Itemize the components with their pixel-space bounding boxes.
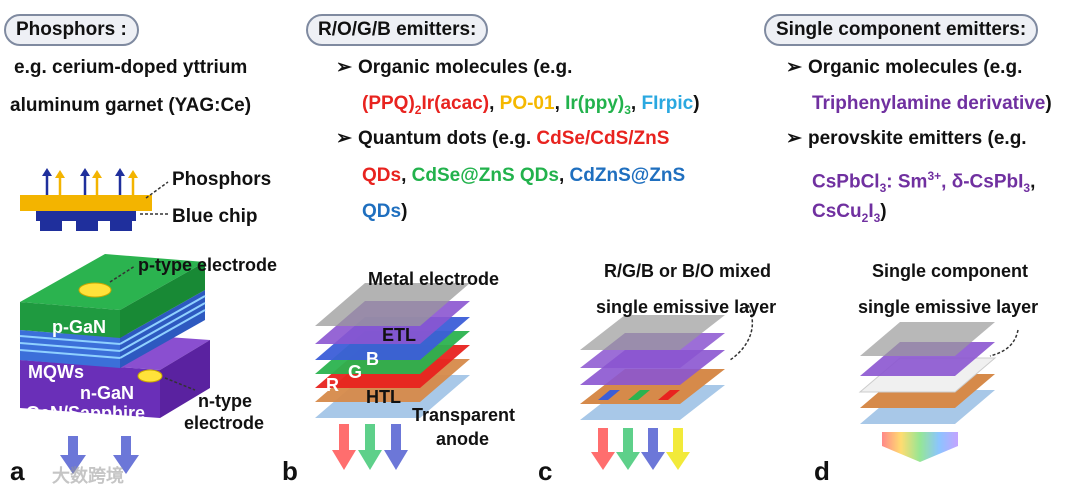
cdse-qd-emitter: CdSe/CdS/ZnS (536, 128, 670, 149)
single-component-illustration (858, 322, 1019, 462)
cdzns-qd: CdZnS@ZnS (569, 165, 686, 186)
panel-d-line2: single emissive layer (858, 297, 1039, 317)
p-type-electrode-label: p-type electrode (138, 255, 278, 275)
single-perovskite-examples: CsPbCl3: Sm3+, δ-CsPbI3, (812, 169, 1036, 196)
single-perovskite-tail: CsCu2I3) (812, 201, 887, 225)
po01-emitter: PO-01 (499, 93, 555, 114)
ngan-label: n-GaN (80, 383, 134, 403)
pgan-label: p-GaN (52, 317, 106, 337)
rogb-organic-intro: Organic molecules (e.g. (358, 57, 573, 78)
rgb-stack-illustration (315, 283, 470, 470)
transparent-label: Transparent (412, 405, 516, 425)
bullet-arrow-icon: ➢ (336, 57, 352, 78)
phosphors-heading: Phosphors : (4, 14, 139, 46)
mqws-label: MQWs (28, 362, 84, 382)
panel-d-letter: d (814, 456, 830, 486)
mixed-layer-illustration (580, 304, 754, 470)
bullet-arrow-icon: ➢ (786, 57, 802, 78)
phosphor-chip-icon (20, 168, 169, 231)
rogb-qd-examples: QDs, CdSe@ZnS QDs, CdZnS@ZnS (362, 165, 686, 186)
panel-c-line1: R/G/B or B/O mixed (604, 261, 772, 281)
n-type-label: n-type (198, 391, 252, 411)
panel-d-line1: Single component (872, 261, 1029, 281)
phosphors-example-line2: aluminum garnet (YAG:Ce) (10, 95, 252, 116)
phosphors-example-line1: e.g. cerium-doped yttrium (14, 57, 248, 78)
bullet-arrow-icon: ➢ (336, 128, 352, 149)
cdse-zns-qd: CdSe@ZnS QDs (411, 165, 559, 186)
triphenylamine-emitter: Triphenylamine derivative (812, 93, 1046, 114)
etl-label: ETL (382, 325, 416, 345)
g-layer-label: G (348, 362, 363, 382)
metal-electrode-label: Metal electrode (368, 269, 500, 289)
single-perovskite-line: ➢perovskite emitters (e.g. (786, 128, 1027, 149)
bullet-arrow-icon: ➢ (786, 128, 802, 149)
single-organic-line: ➢Organic molecules (e.g. (786, 57, 1023, 78)
panel-c-letter: c (538, 456, 553, 486)
panel-a-letter: a (10, 456, 25, 486)
single-organic-example: Triphenylamine derivative) (812, 93, 1052, 114)
n-electrode-label: electrode (184, 413, 265, 433)
b-layer-label: B (366, 349, 379, 369)
sapphire-label: GaN/Sapphire (26, 403, 146, 423)
rogb-qd-tail: QDs) (362, 201, 408, 222)
led-chip-illustration (19, 254, 210, 474)
watermark-text: 大数跨境 (52, 466, 124, 486)
rogb-qd-line: ➢ Quantum dots (e.g. CdSe/CdS/ZnS (336, 127, 669, 151)
phosphors-label: Phosphors (172, 169, 272, 190)
htl-label: HTL (366, 387, 401, 407)
panel-b-letter: b (282, 456, 298, 486)
rogb-organic-line: ➢ Organic molecules (e.g. (336, 56, 572, 80)
blue-chip-label: Blue chip (172, 206, 258, 227)
ppq-emitter: (PPQ)2Ir(acac) (362, 93, 490, 117)
rogb-organic-examples: (PPQ)2Ir(acac), PO-01, Ir(ppy)3, FIrpic) (362, 93, 700, 117)
anode-label: anode (436, 429, 490, 449)
r-layer-label: R (326, 375, 339, 395)
panel-c-line2: single emissive layer (596, 297, 777, 317)
irppy-emitter: Ir(ppy)3 (565, 93, 631, 117)
single-heading: Single component emitters: (764, 14, 1039, 46)
rogb-qd-intro: Quantum dots (e.g. (358, 128, 537, 149)
firpic-emitter: FIrpic (641, 93, 694, 114)
rogb-heading: R/O/G/B emitters: (306, 14, 489, 46)
